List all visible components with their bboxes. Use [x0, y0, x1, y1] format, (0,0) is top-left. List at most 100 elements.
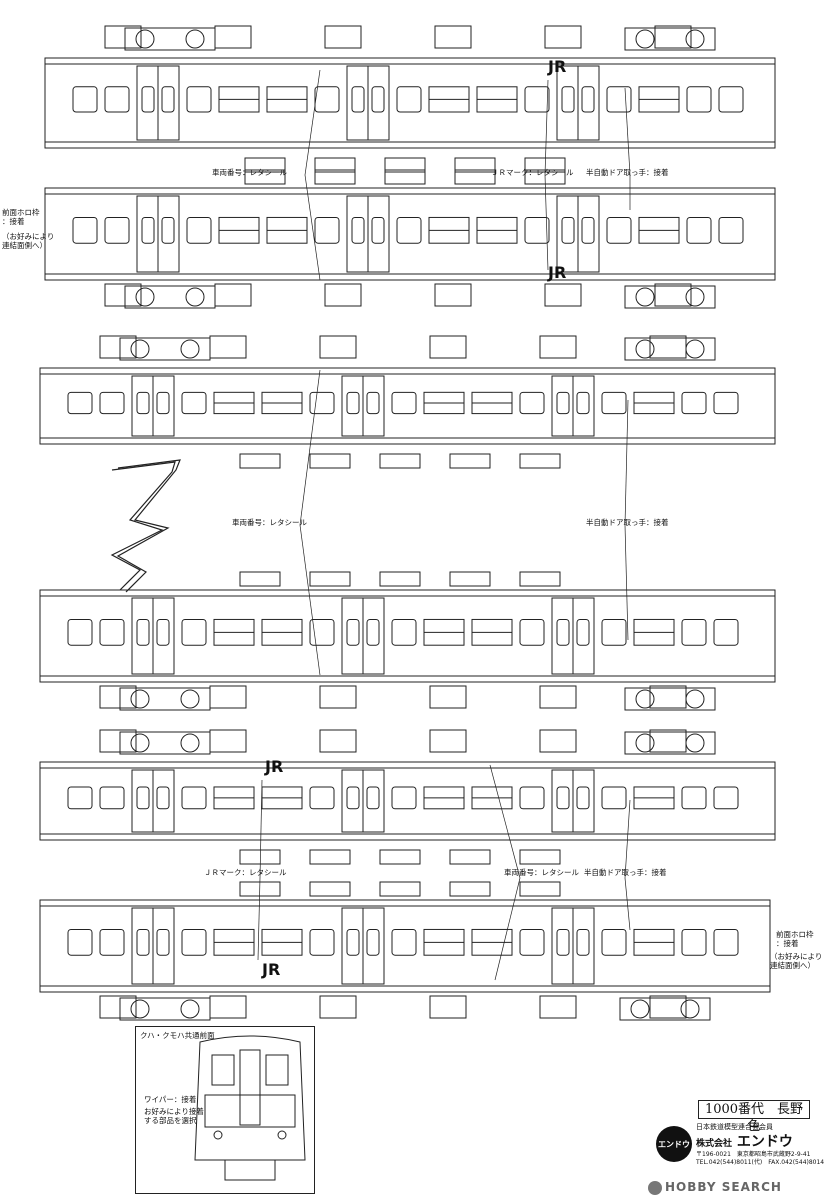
window	[601, 618, 627, 646]
window	[524, 86, 550, 113]
roof-equipment	[429, 729, 467, 753]
window	[681, 391, 707, 415]
roof-equipment	[544, 25, 582, 49]
window	[181, 618, 207, 646]
bogie	[624, 687, 716, 711]
car-5	[39, 729, 776, 865]
label-door-handle-3: 半自動ドア取っ手：接着	[584, 868, 667, 877]
window	[391, 618, 417, 646]
underfloor-equipment	[449, 881, 491, 897]
underfloor-equipment	[244, 169, 286, 185]
underfloor-equipment	[519, 849, 561, 865]
window	[713, 618, 739, 646]
label-front-hood-optional-left: （お好みにより 連結面側へ）	[770, 952, 823, 971]
window	[186, 216, 212, 244]
bogie	[624, 27, 716, 51]
bogie	[119, 731, 211, 755]
roof-equipment	[429, 685, 467, 709]
watermark: HOBBY SEARCH	[648, 1180, 782, 1195]
roof-equipment	[654, 25, 692, 49]
bogie	[119, 337, 211, 361]
window	[396, 216, 422, 244]
window	[391, 391, 417, 415]
underfloor-equipment	[379, 571, 421, 587]
roof-equipment	[99, 995, 137, 1019]
underfloor-equipment	[379, 849, 421, 865]
underfloor-equipment	[239, 453, 281, 469]
window	[713, 928, 739, 956]
roof-equipment	[209, 995, 247, 1019]
window	[681, 928, 707, 956]
window	[713, 391, 739, 415]
roof-equipment	[434, 283, 472, 307]
window	[601, 391, 627, 415]
underfloor-equipment	[384, 157, 426, 173]
underfloor-equipment	[309, 881, 351, 897]
window	[309, 618, 335, 646]
window	[181, 391, 207, 415]
roof-equipment	[214, 283, 252, 307]
underfloor-equipment	[314, 169, 356, 185]
roof-equipment	[319, 729, 357, 753]
pantograph-folded	[110, 459, 181, 593]
window	[718, 216, 744, 244]
window	[391, 928, 417, 956]
window	[601, 928, 627, 956]
bogie	[124, 27, 216, 51]
roof-equipment	[104, 25, 142, 49]
underfloor-equipment	[519, 571, 561, 587]
label-door-handle-2: 半自動ドア取っ手：接着	[586, 518, 669, 527]
window	[99, 391, 125, 415]
window	[601, 786, 627, 810]
window	[681, 786, 707, 810]
roof-equipment	[429, 335, 467, 359]
roof-equipment	[649, 685, 687, 709]
bogie	[124, 285, 216, 309]
car-body	[44, 57, 776, 149]
jr-mark: JR	[264, 757, 283, 776]
roof-equipment	[654, 283, 692, 307]
window	[519, 786, 545, 810]
underfloor-equipment	[454, 157, 496, 173]
underfloor-equipment	[314, 157, 356, 173]
window	[67, 618, 93, 646]
label-front-hood-frame-right: 前面ホロ枠 ：接着	[2, 208, 40, 227]
underfloor-equipment	[379, 881, 421, 897]
jr-mark: JR	[547, 57, 566, 76]
bogie	[624, 731, 716, 755]
bogie	[119, 997, 211, 1021]
roof-equipment	[99, 685, 137, 709]
window	[686, 86, 712, 113]
cab-front-panel: クハ・クモハ共通前面 ワイパー：接着 お好みにより接着 する部品を選択	[135, 1026, 315, 1194]
window	[99, 928, 125, 956]
window	[718, 86, 744, 113]
window	[396, 86, 422, 113]
window	[391, 786, 417, 810]
window	[186, 86, 212, 113]
window	[67, 928, 93, 956]
underfloor-equipment	[519, 881, 561, 897]
roof-equipment	[539, 685, 577, 709]
window	[67, 786, 93, 810]
bogie	[624, 337, 716, 361]
car-body	[39, 589, 776, 683]
maker-block: エンドウ 日本鉄道模型連合会会員 株式会社 エンドウ 〒196-0021 東京都…	[656, 1122, 826, 1177]
underfloor-equipment	[239, 571, 281, 587]
window	[519, 928, 545, 956]
underfloor-equipment	[379, 453, 421, 469]
car-1	[44, 25, 776, 173]
window	[67, 391, 93, 415]
watermark-logo-icon	[648, 1180, 662, 1195]
front-common-title: クハ・クモハ共通前面	[140, 1031, 215, 1040]
window	[104, 86, 130, 113]
bogie	[619, 997, 711, 1021]
label-front-hood-frame-left: 前面ホロ枠 ：接着	[776, 930, 814, 949]
car-4	[39, 571, 776, 711]
window	[686, 216, 712, 244]
roof-equipment	[209, 335, 247, 359]
roof-equipment	[324, 25, 362, 49]
label-optional-parts: お好みにより接着 する部品を選択	[144, 1107, 204, 1126]
label-wiper: ワイパー：接着	[144, 1095, 197, 1104]
label-jr-mark-decal-2: ＪＲマーク：レタシール	[204, 868, 287, 877]
window	[72, 216, 98, 244]
